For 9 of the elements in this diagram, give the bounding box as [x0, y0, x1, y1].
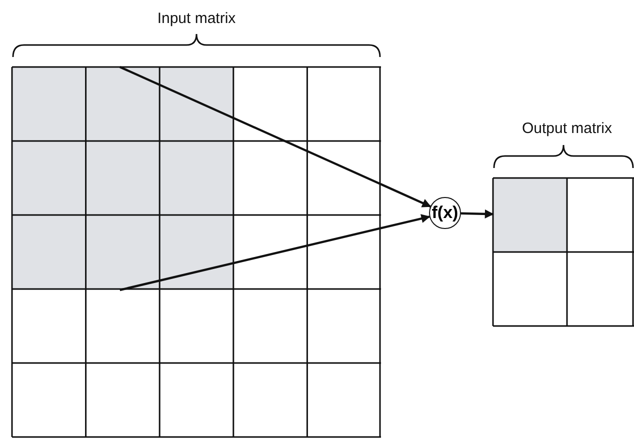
arrow [119, 66, 432, 208]
function-label: f(x) [432, 203, 458, 223]
arrow [120, 214, 430, 292]
matrix-heading: Input matrix [157, 10, 236, 27]
matrix-heading: Output matrix [522, 120, 612, 137]
function-circle [429, 197, 461, 229]
shaded-cells [12, 67, 234, 290]
shaded-cells [493, 178, 567, 252]
arrow [460, 209, 494, 218]
